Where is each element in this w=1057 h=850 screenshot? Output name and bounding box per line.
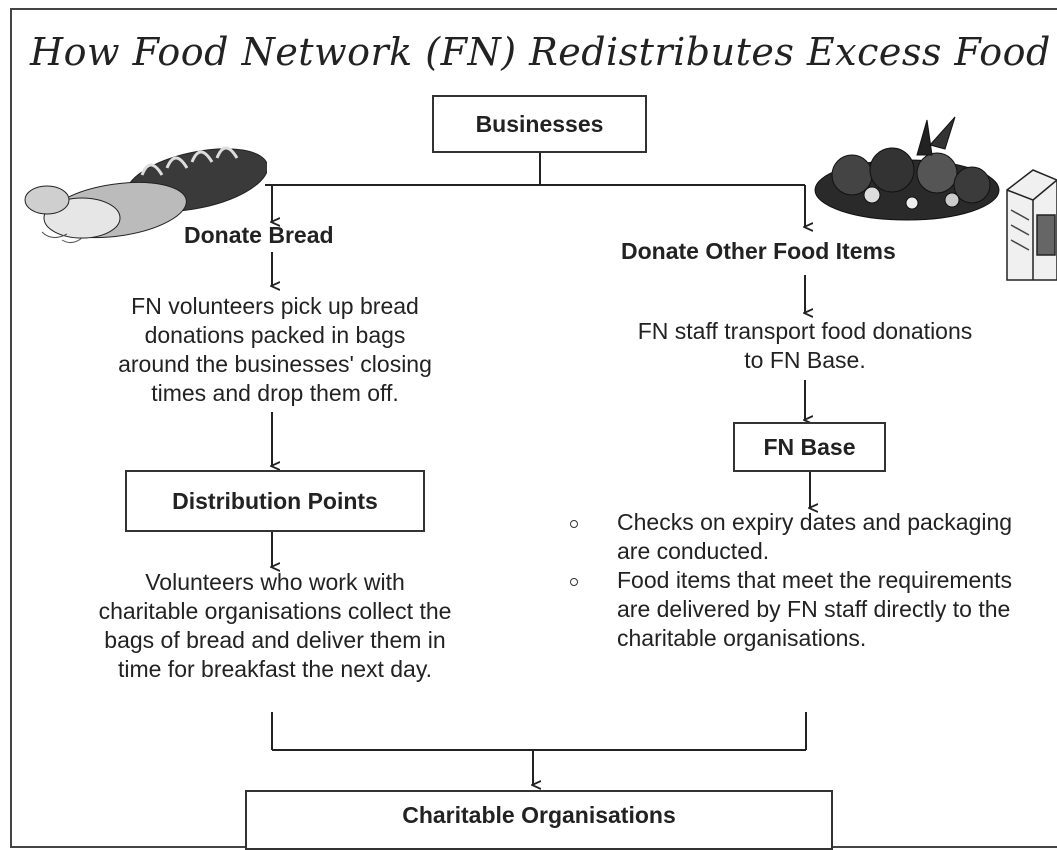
donate-bread-label: Donate Bread — [184, 222, 334, 248]
fn-base-box: FN Base — [733, 422, 886, 472]
volunteers-collect-line: charitable organisations collect the — [98, 598, 452, 624]
fn-base-label: FN Base — [763, 433, 856, 460]
page-title: How Food Network (FN) Redistributes Exce… — [30, 30, 1051, 74]
transport-line: to FN Base. — [744, 347, 866, 373]
volunteers-collect-text: Volunteers who work with charitable orga… — [40, 568, 510, 684]
milk-carton-icon — [1006, 169, 1057, 281]
bullet-text: Food items that meet the requirements ar… — [617, 567, 1013, 651]
volunteers-collect-line: time for breakfast the next day. — [117, 656, 433, 682]
bullet-icon — [570, 578, 578, 586]
bullet-item: Food items that meet the requirements ar… — [570, 566, 1040, 653]
volunteers-collect-line: bags of bread and deliver them in — [104, 627, 446, 653]
bread-pickup-line: FN volunteers pick up bread — [131, 293, 419, 319]
transport-line: FN staff transport food donations — [637, 318, 973, 344]
businesses-label: Businesses — [475, 110, 604, 137]
distribution-points-box: Distribution Points — [125, 470, 425, 532]
bullet-item: Checks on expiry dates and packaging are… — [570, 508, 1040, 566]
bread-pickup-text: FN volunteers pick up bread donations pa… — [55, 292, 495, 408]
bullet-icon — [570, 520, 578, 528]
volunteers-collect-line: Volunteers who work with — [145, 569, 405, 595]
vegetables-icon — [814, 116, 1000, 221]
bullet-text: Checks on expiry dates and packaging are… — [617, 509, 1013, 564]
fn-base-bullet-list: Checks on expiry dates and packaging are… — [570, 508, 1040, 653]
bread-pickup-line: around the businesses' closing — [118, 351, 432, 377]
charitable-organisations-box: Charitable Organisations — [245, 790, 833, 850]
donate-other-food-label: Donate Other Food Items — [621, 238, 896, 264]
bread-pickup-line: donations packed in bags — [144, 322, 406, 348]
businesses-box: Businesses — [432, 95, 647, 153]
bread-icon — [24, 146, 267, 244]
transport-text: FN staff transport food donations to FN … — [570, 317, 1040, 375]
distribution-points-label: Distribution Points — [172, 487, 378, 514]
charitable-organisations-label: Charitable Organisations — [402, 802, 676, 828]
bread-pickup-line: times and drop them off. — [151, 380, 399, 406]
